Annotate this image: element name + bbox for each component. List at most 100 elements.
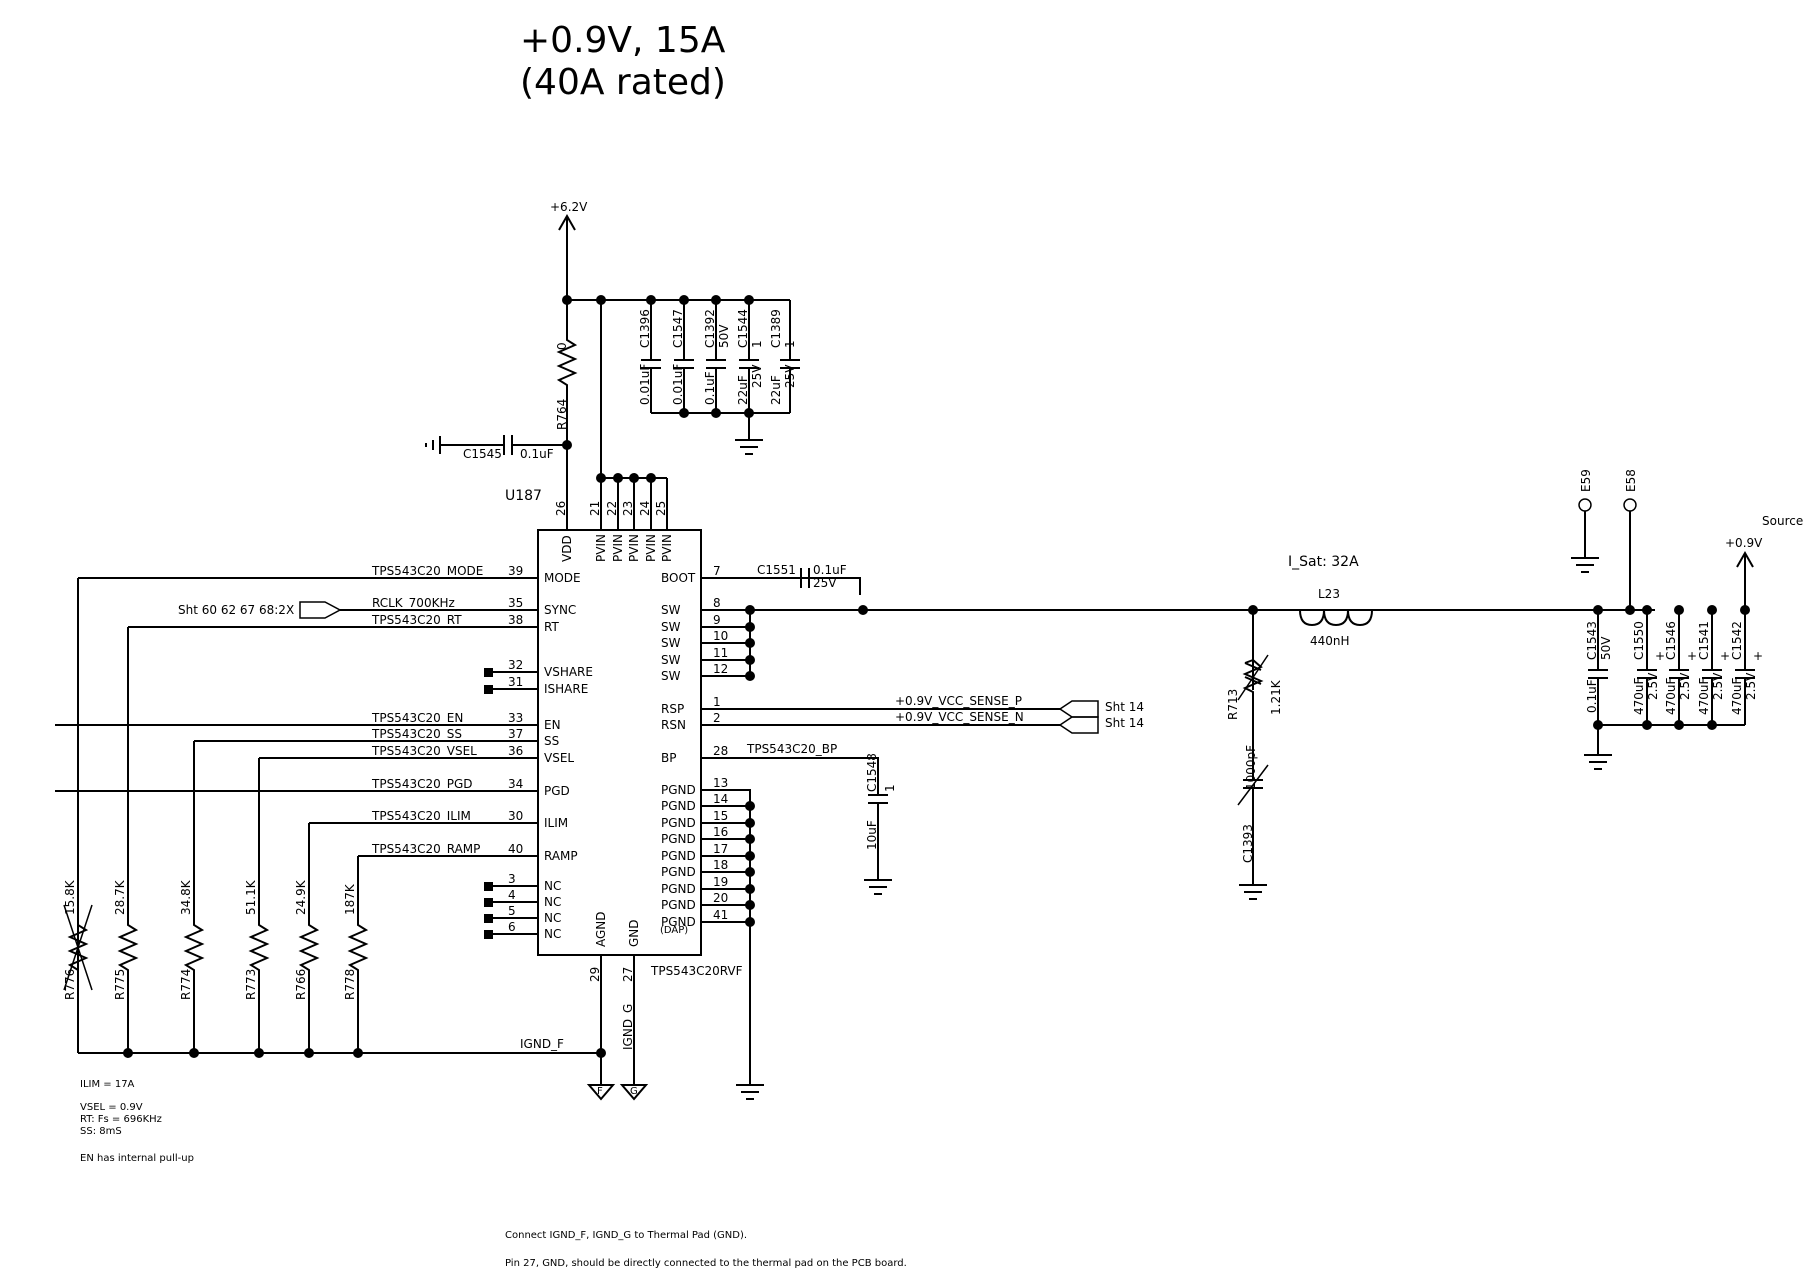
source-label: Source bbox=[1762, 514, 1803, 528]
net-label: TPS543C20_VSEL bbox=[371, 744, 477, 758]
bulk-cap-ref: C1542 bbox=[1730, 621, 1744, 660]
sense-p-net: +0.9V_VCC_SENSE_P bbox=[895, 694, 1022, 708]
c1544-value: 22uF bbox=[736, 375, 750, 405]
bulk-cap-ref: C1550 bbox=[1632, 621, 1646, 660]
ignd-g-label: IGND_G bbox=[621, 1004, 635, 1050]
resistor-symbol bbox=[347, 920, 369, 1053]
resistor-value: 24.9K bbox=[294, 879, 308, 915]
bulk-cap-value: 470uF bbox=[1730, 677, 1744, 715]
ic-pin-name: EN bbox=[544, 718, 561, 732]
note-thermal-2: Pin 27, GND, should be directly connecte… bbox=[505, 1258, 907, 1269]
ic-pin-name: RAMP bbox=[544, 849, 578, 863]
c1392-rating: 50V bbox=[717, 324, 731, 348]
ic-pin-name: SW bbox=[661, 620, 681, 634]
ic-pin-number: 41 bbox=[713, 908, 728, 922]
output-rail-label: +0.9V bbox=[1725, 536, 1763, 550]
bulk-cap-value: 470uF bbox=[1632, 677, 1646, 715]
ic-pin-name: VSHARE bbox=[544, 665, 593, 679]
dap-label: (DAP) bbox=[660, 925, 688, 936]
c1543-value: 0.1uF bbox=[1585, 679, 1599, 713]
sheet-title: +0.9V, 15A (40A rated) bbox=[520, 20, 726, 103]
resistor-symbol bbox=[298, 920, 320, 1053]
c1392-value: 0.1uF bbox=[703, 371, 717, 405]
ic-pin-name: PGND bbox=[661, 865, 696, 879]
ic-pin-number: 34 bbox=[508, 777, 523, 791]
ic-pin-number: 11 bbox=[713, 646, 728, 660]
c1389-value: 22uF bbox=[769, 375, 783, 405]
ic-pin-number: 29 bbox=[588, 967, 602, 982]
ic-pin-number: 10 bbox=[713, 629, 728, 643]
ground-icon bbox=[735, 413, 763, 455]
net-label: TPS543C20_RT bbox=[371, 613, 462, 627]
offsheet-connector-icon bbox=[1058, 700, 1099, 718]
c1392-ref: C1392 bbox=[703, 309, 717, 348]
ic-pin-number: 5 bbox=[508, 904, 516, 918]
ic-pin-number: 36 bbox=[508, 744, 523, 758]
ic-pin-number: 25 bbox=[654, 501, 668, 516]
ic-pin-name: RSN bbox=[661, 718, 686, 732]
note-ilim: ILIM = 17A bbox=[80, 1079, 135, 1090]
ic-pin-number: 16 bbox=[713, 825, 728, 839]
c1551-ref: C1551 bbox=[757, 563, 796, 577]
ic-pin-number: 37 bbox=[508, 727, 523, 741]
dnp-cross-icon bbox=[63, 904, 93, 991]
ic-pin-number: 8 bbox=[713, 596, 721, 610]
ic-pin-name: PVIN bbox=[644, 534, 658, 562]
ic-pin-name: PGND bbox=[661, 783, 696, 797]
ic-pin-number: 26 bbox=[554, 501, 568, 516]
switch-node: C1551 0.1uF 25V +0.9V_VCC_SENSE_P +0.9V_… bbox=[701, 563, 1655, 1100]
ic-pin-name: GND bbox=[627, 919, 641, 947]
net-label: RCLK_700KHz bbox=[372, 596, 455, 610]
c1544-rating: 25V bbox=[750, 364, 764, 388]
gnd-f-icon bbox=[586, 1053, 616, 1101]
resistor-value: 187K bbox=[343, 883, 357, 915]
bulk-cap-rating: 2.5V bbox=[1646, 672, 1660, 700]
polarity-plus-icon: + bbox=[1655, 649, 1665, 663]
ic-pin-name: PGND bbox=[661, 915, 696, 929]
ic-pin-name: NC bbox=[544, 927, 561, 941]
resistor-symbol bbox=[117, 920, 139, 1053]
ic-pin-name: RT bbox=[544, 620, 559, 634]
c1547-value: 0.01uF bbox=[671, 364, 685, 405]
ic-pin-name: PVIN bbox=[594, 534, 608, 562]
l23-note: I_Sat: 32A bbox=[1288, 554, 1359, 570]
bulk-cap-value: 470uF bbox=[1664, 677, 1678, 715]
e58-ref: E58 bbox=[1624, 469, 1638, 492]
net-label: TPS543C20_PGD bbox=[371, 777, 473, 791]
ic-pin-name: NC bbox=[544, 911, 561, 925]
ic-pin-name: PVIN bbox=[660, 534, 674, 562]
net-label: TPS543C20_MODE bbox=[371, 564, 483, 578]
r764-ref: R764 bbox=[555, 399, 569, 430]
ic-pin-name: PGND bbox=[661, 799, 696, 813]
resistor-value: 28.7K bbox=[113, 879, 127, 915]
ic-pin-number: 38 bbox=[508, 613, 523, 627]
c1548-value: 10uF bbox=[865, 820, 879, 850]
ic-pin-name: SW bbox=[661, 603, 681, 617]
bulk-cap-value: 470uF bbox=[1697, 677, 1711, 715]
gnd-g-icon bbox=[619, 1080, 649, 1101]
c1543-rating: 50V bbox=[1599, 636, 1613, 660]
bulk-cap-rating: 2.5V bbox=[1678, 672, 1692, 700]
l23-ref: L23 bbox=[1318, 587, 1340, 601]
ic-pin-number: 32 bbox=[508, 658, 523, 672]
arrow-up-icon bbox=[558, 213, 576, 300]
ignd-f-label: IGND_F bbox=[520, 1037, 564, 1051]
ic-pin-number: 30 bbox=[508, 809, 523, 823]
r713-value: 1.21K bbox=[1269, 679, 1283, 715]
ic-pin-number: 6 bbox=[508, 920, 516, 934]
resistor-ref: R774 bbox=[179, 969, 193, 1000]
offsheet-connector-icon bbox=[1058, 716, 1099, 734]
output-stage: R713 1.21K 1000pF C1393 I_Sat: 32A L23 4… bbox=[1226, 469, 1803, 900]
ic-pin-number: 7 bbox=[713, 564, 721, 578]
note-ss: SS: 8mS bbox=[80, 1126, 122, 1137]
c1396-ref: C1396 bbox=[638, 309, 652, 348]
c1396-value: 0.01uF bbox=[638, 364, 652, 405]
ic-pin-number: 35 bbox=[508, 596, 523, 610]
ic-pin-number: 22 bbox=[605, 501, 619, 516]
resistor-ref: R773 bbox=[244, 969, 258, 1000]
ic-pin-name: PGND bbox=[661, 832, 696, 846]
ic-pin-name: VSEL bbox=[544, 751, 574, 765]
title-line2: (40A rated) bbox=[520, 62, 726, 103]
r713-ref: R713 bbox=[1226, 689, 1240, 720]
c1545-symbol bbox=[425, 435, 567, 455]
